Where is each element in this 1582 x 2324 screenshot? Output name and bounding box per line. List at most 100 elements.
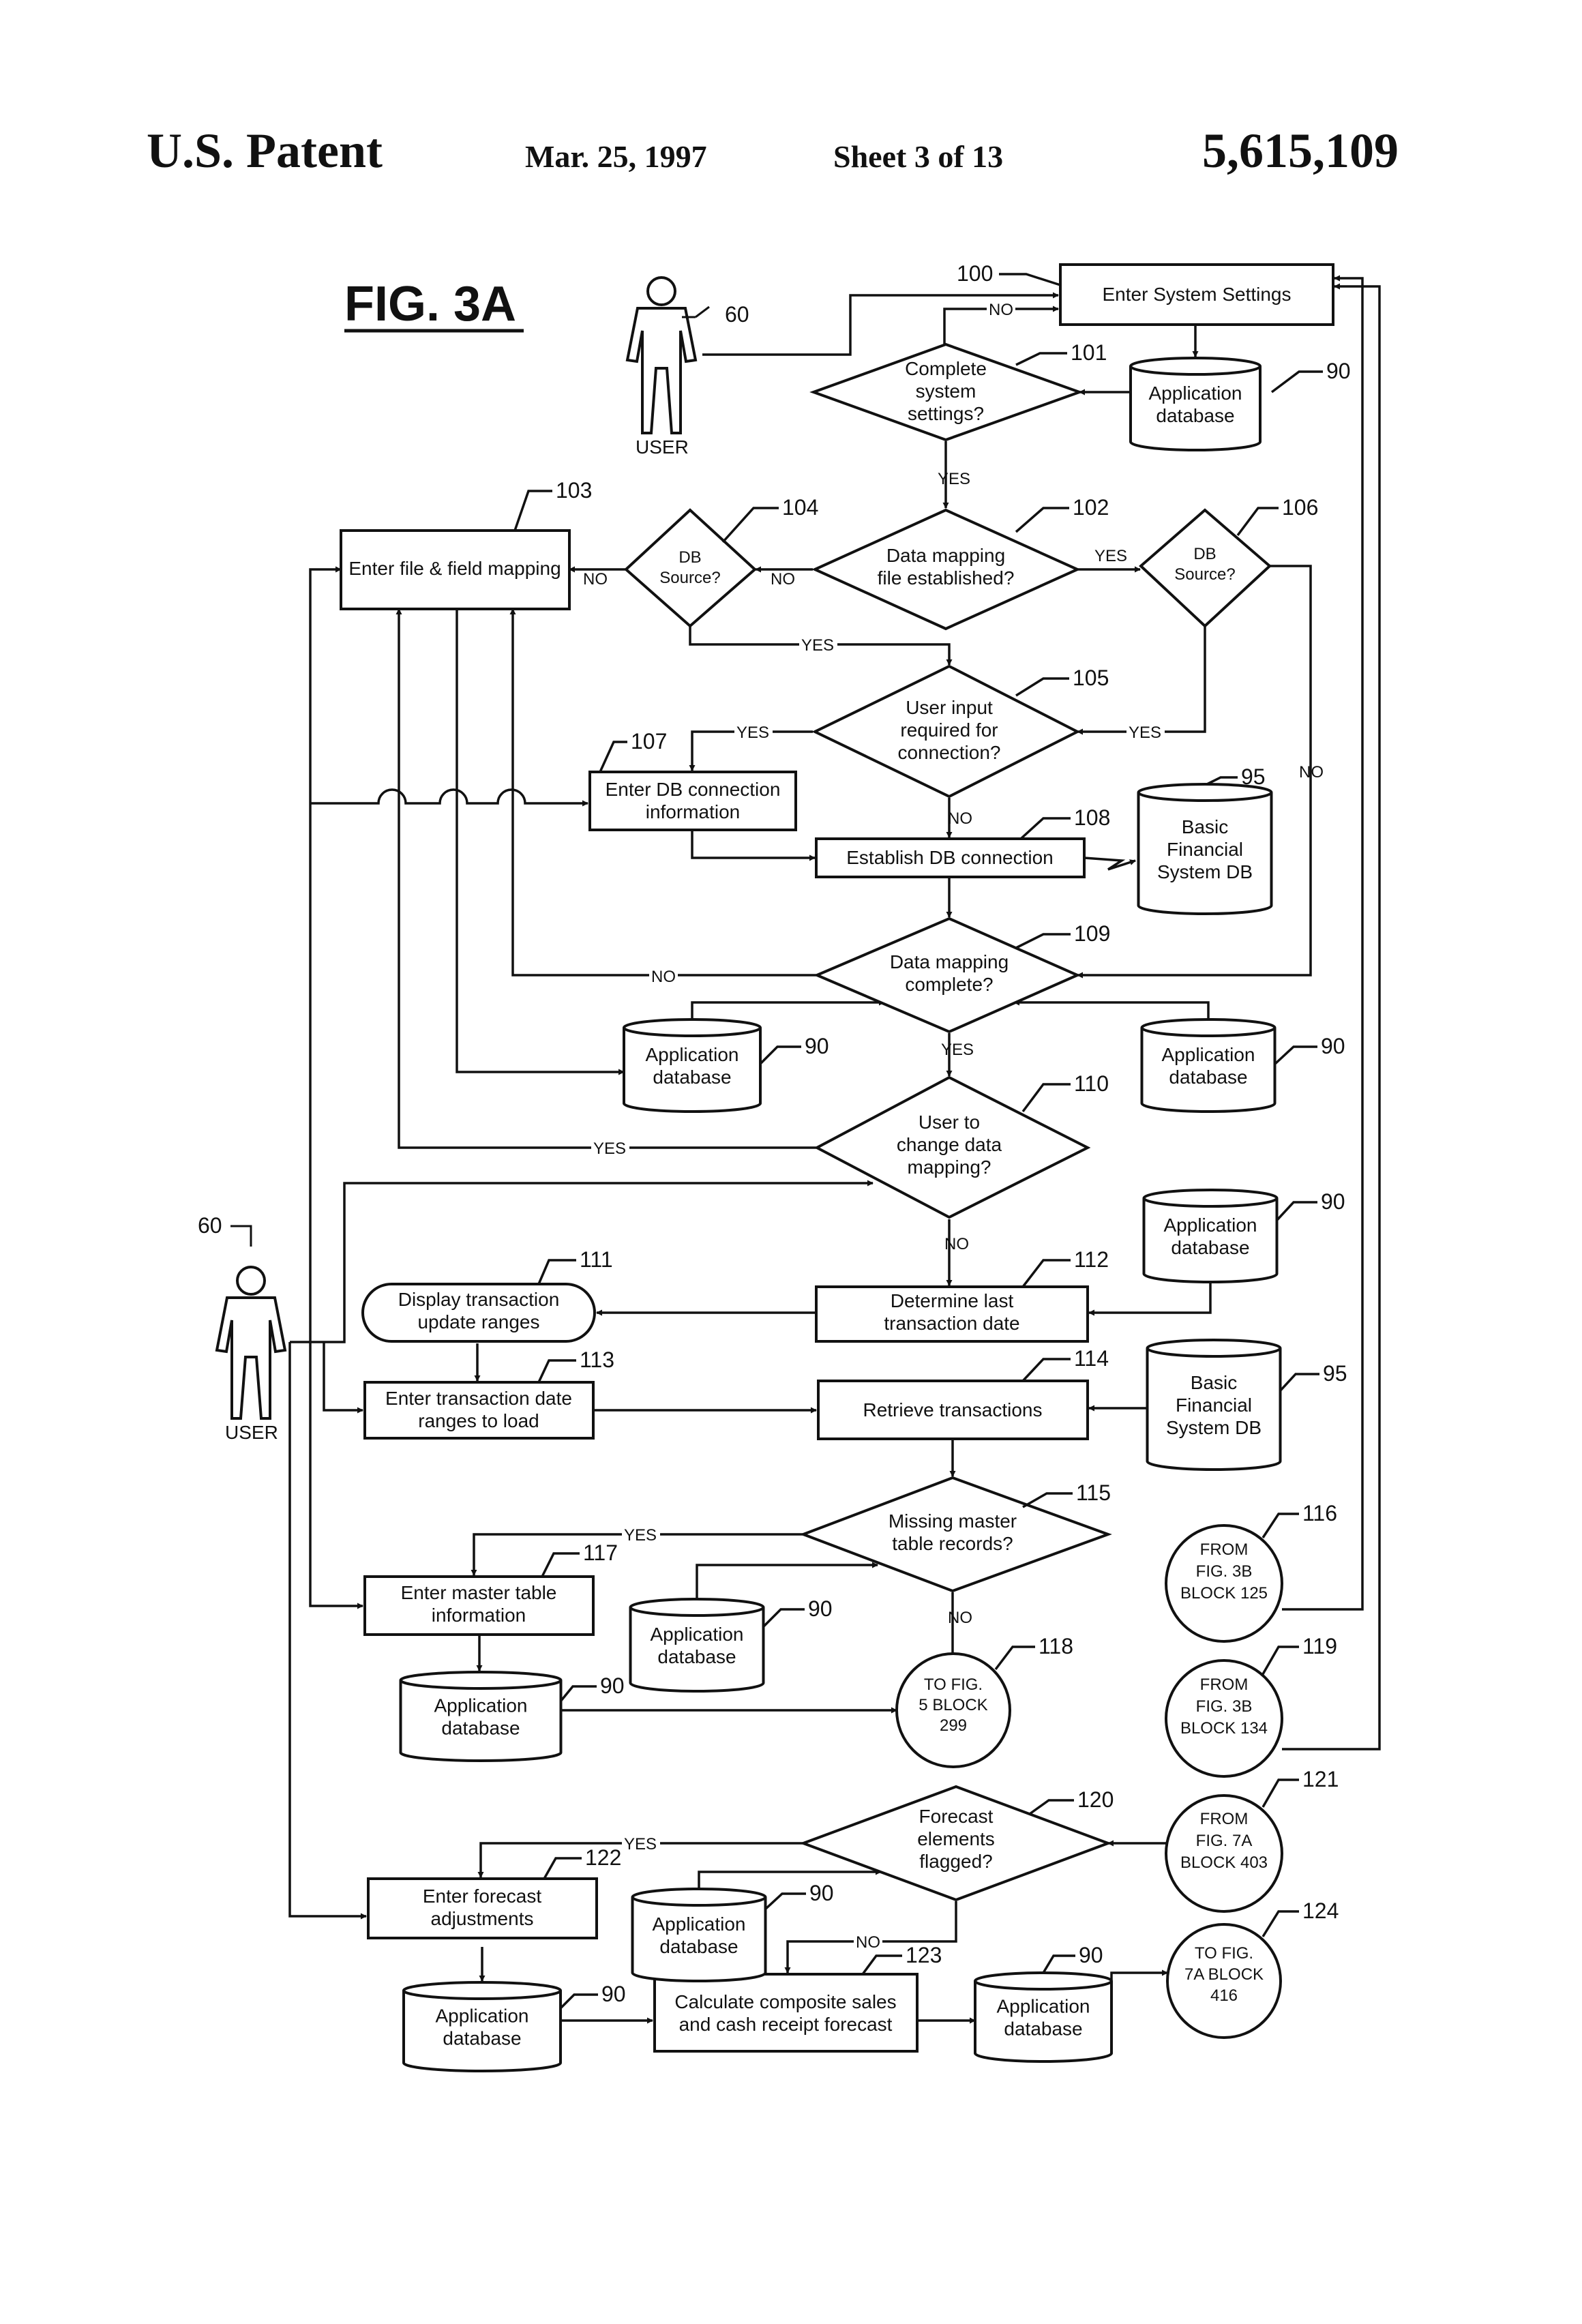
user-icon [627,278,696,433]
block-113: Enter transaction date ranges to load [365,1382,593,1438]
database-leader-line [1277,1202,1317,1221]
database-leader-line [760,1047,801,1064]
database-text: database [441,1718,520,1739]
connector-text: 299 [940,1716,967,1735]
decision-text: Data mapping [890,951,1009,972]
database-text: database [443,2028,521,2049]
decision-106: DB Source? [1141,510,1270,626]
database-ref: 95 [1323,1361,1347,1386]
database-ref: 90 [600,1673,625,1698]
decision-text: Forecast [919,1806,994,1827]
decision-text: flagged? [919,1851,992,1872]
block-text: information [432,1605,526,1626]
decision-105: User input required for connection? [815,666,1077,796]
connector-text: FROM [1200,1810,1249,1828]
block-text: transaction date [884,1313,1019,1334]
database-leader-line [764,1609,805,1626]
ref-120: 120 [1077,1787,1114,1812]
user-label: USER [636,436,689,458]
database-cylinder: Applicationdatabase90 [1142,1019,1345,1112]
connector-text: BLOCK 134 [1180,1719,1268,1738]
figure-label: FIG. 3A [344,277,524,331]
database-text: Application [1149,383,1242,404]
database-text: database [1171,1237,1249,1258]
block-text: Enter master table [401,1582,557,1603]
ref-104: 104 [782,495,818,520]
decision-text: User to [919,1112,980,1133]
database-text: Application [997,1996,1090,2017]
block-text: Enter System Settings [1102,284,1291,305]
block-112: Determine last transaction date [816,1287,1088,1341]
decision-text: Data mapping [886,545,1005,566]
block-text: Retrieve transactions [863,1399,1042,1420]
ref-116: 116 [1302,1501,1337,1525]
database-cylinder: Applicationdatabase90 [624,1019,829,1112]
yes-label: YES [624,1526,657,1545]
ref-118: 118 [1039,1634,1073,1658]
block-text: Enter DB connection [606,779,781,800]
database-leader-line [1280,1374,1319,1391]
connector-text: 416 [1210,1986,1238,2005]
block-text: information [646,801,741,822]
database-leader-line [765,1894,806,1909]
block-text: adjustments [431,1908,534,1929]
database-text: database [653,1067,731,1088]
database-text: Basic [1182,816,1228,837]
decision-text: Source? [659,569,720,587]
ref-100: 100 [957,261,993,286]
yes-label: YES [1094,547,1127,565]
figure-label-text: FIG. 3A [344,277,516,331]
database-text: Financial [1176,1395,1252,1416]
block-100: Enter System Settings [1060,265,1333,325]
database-ref: 90 [1321,1034,1345,1058]
decision-101: Complete system settings? [814,344,1079,440]
patent-sheet: Sheet 3 of 13 [833,139,1003,174]
database-cylinder: Applicationdatabase90 [975,1943,1111,2061]
ref-112: 112 [1074,1247,1109,1272]
ref-123: 123 [906,1943,942,1967]
block-123: Calculate composite sales and cash recei… [655,1974,917,2051]
connector-text: 7A BLOCK [1184,1965,1264,1984]
user-label: USER [225,1422,278,1443]
no-label: NO [948,809,972,828]
database-text: database [1156,405,1234,426]
database-cylinder: Applicationdatabase90 [404,1982,626,2071]
block-117: Enter master table information [365,1577,593,1635]
connector-text: BLOCK 403 [1180,1853,1268,1872]
database-text: database [659,1936,738,1957]
block-text: and cash receipt forecast [679,2014,893,2035]
ref-114: 114 [1074,1346,1109,1371]
no-label: NO [651,968,676,986]
user-figure-top: 60 USER [627,278,749,458]
user-ref: 60 [725,302,749,327]
yes-label: YES [1129,724,1161,742]
ref-105: 105 [1073,666,1109,690]
database-text: database [1169,1067,1247,1088]
decision-120: Forecast elements flagged? [803,1787,1108,1900]
decision-text: Source? [1174,565,1235,584]
block-text: ranges to load [418,1410,539,1431]
decision-text: DB [1193,545,1216,563]
connector-118: TO FIG. 5 BLOCK 299 [897,1654,1010,1767]
decision-110: User to change data mapping? [817,1077,1088,1217]
database-cylinder: Applicationdatabase90 [1144,1189,1345,1282]
database-cylinder: Applicationdatabase 90 [1131,358,1351,450]
connector-text: TO FIG. [1195,1944,1253,1963]
ref-110: 110 [1074,1071,1109,1096]
block-text: Display transaction [398,1289,560,1310]
decision-text: complete? [905,974,993,995]
yes-label: YES [736,724,769,742]
yes-label: YES [938,470,970,488]
database-text: Application [436,2006,529,2027]
database-text: database [657,1646,736,1667]
decision-102: Data mapping file established? [815,510,1077,629]
database-ref: 90 [1326,359,1351,383]
patent-header: U.S. Patent Mar. 25, 1997 Sheet 3 of 13 … [147,123,1399,178]
database-ref: 90 [808,1596,833,1621]
database-leader-line [1043,1956,1075,1973]
decision-text: connection? [897,742,1000,763]
database-text: System DB [1157,861,1253,882]
database-text: database [1004,2018,1082,2040]
ref-102: 102 [1073,495,1109,520]
ref-119: 119 [1302,1634,1337,1658]
